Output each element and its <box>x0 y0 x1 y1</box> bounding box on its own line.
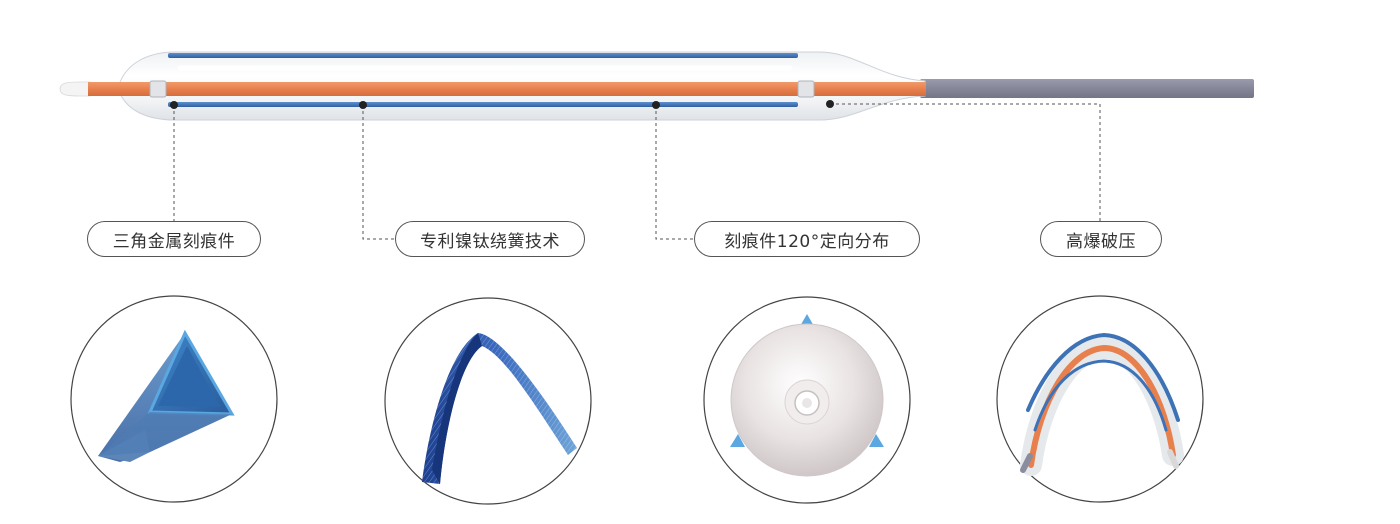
leader-dot <box>359 101 367 109</box>
leader-dot <box>170 101 178 109</box>
triangle-marker-right <box>869 434 884 447</box>
coil-top <box>168 53 798 58</box>
detail-circle-1 <box>70 295 278 503</box>
feature-label-nitinol-coil: 专利镍钛绕簧技术 <box>395 221 585 257</box>
leader-dot <box>826 100 834 108</box>
feature-label-high-burst-pressure: 高爆破压 <box>1040 221 1162 257</box>
coil-bottom <box>168 102 798 107</box>
feature-label-120-distribution: 刻痕件120°定向分布 <box>694 221 920 257</box>
balloon-cross-section-icon <box>730 314 884 477</box>
detail-circle-3 <box>703 296 911 504</box>
leader-dots <box>170 100 834 109</box>
inner-tube <box>88 82 926 96</box>
catheter-shaft <box>920 79 1254 98</box>
bent-catheter-icon <box>1020 332 1184 476</box>
triangular-metal-blade-icon <box>98 329 235 462</box>
detail-circle-4 <box>996 295 1204 503</box>
leader-dot <box>652 101 660 109</box>
catheter-tip <box>59 81 91 97</box>
nitinol-coil-spring-icon <box>422 333 577 484</box>
marker-band-left <box>149 80 167 98</box>
leader-lines <box>173 103 1101 240</box>
triangle-marker-left <box>730 434 745 447</box>
feature-label-triangular-blade: 三角金属刻痕件 <box>87 221 261 257</box>
catheter <box>59 51 1254 121</box>
marker-band-right <box>797 80 815 98</box>
detail-circle-2 <box>384 297 592 505</box>
